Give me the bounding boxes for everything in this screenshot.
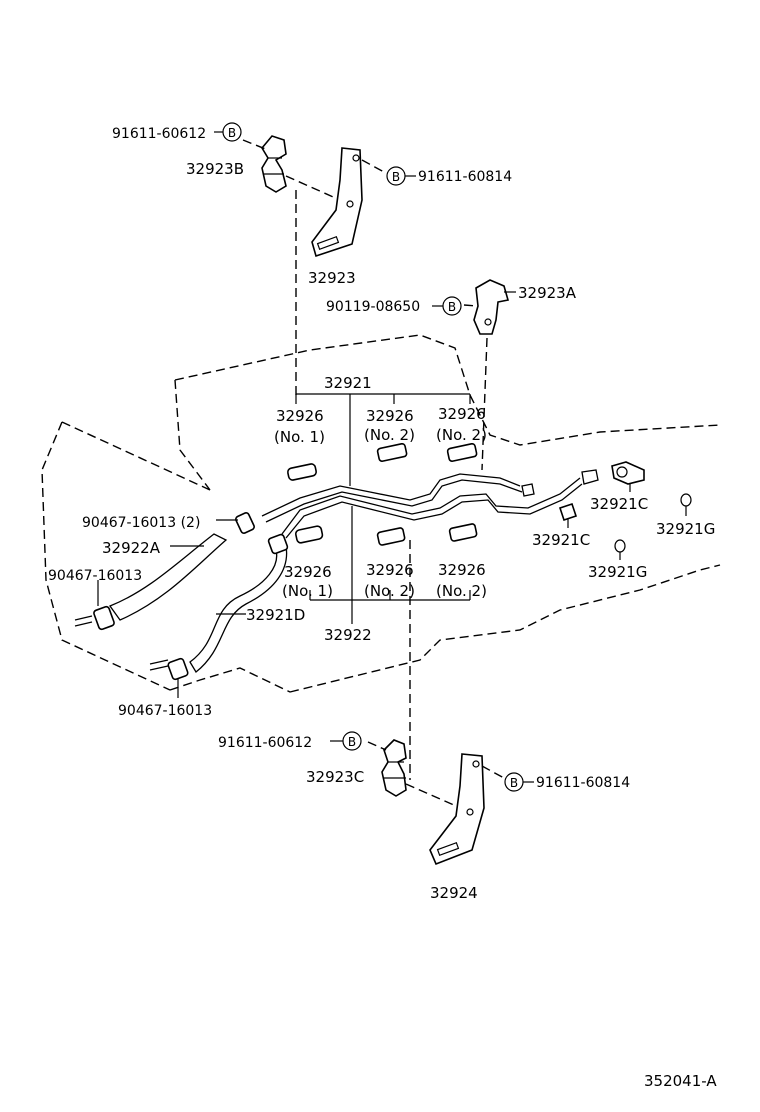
clamp-32923C [381,739,407,797]
label-90119-08650: 90119-08650 [326,299,420,315]
bolt-marker-b-4: B [342,731,362,751]
label-32921G-a: 32921G [656,520,715,538]
cushion-32926-no2-top-b [446,442,478,462]
label-32921G-b: 32921G [588,563,647,581]
label-32921C-b: 32921C [590,495,648,513]
label-32923A: 32923A [518,284,577,302]
label-91611-60612-bot: 91611-60612 [218,735,312,751]
fitting-32921C-a [558,502,578,528]
label-91611-60612-top: 91611-60612 [112,126,206,142]
bolt-marker-b-3: B [442,296,462,316]
cushion-32926-no1-top [287,463,317,481]
bolt-marker-b-5: B [504,772,524,792]
bolt-marker-b-2: B [386,166,406,186]
bracket-32924 [429,753,485,866]
label-32924: 32924 [430,884,478,902]
label-32926-no2-bot-a-sub: (No. 2) [364,582,415,600]
cushion-32926-no2-bot-a [376,527,406,546]
label-32922A: 32922A [102,539,161,557]
bolt-marker-b-1: B [222,122,242,142]
svg-text:B: B [448,300,456,314]
svg-text:B: B [510,776,518,790]
callout-32922 [309,506,471,624]
cushion-32926-no2-top-a [376,442,408,462]
cushion-32926-no2-bot-b [448,523,478,542]
cushion-32926-no1-bot [294,525,324,544]
label-32926-no2-bot-b: 32926 [438,561,486,579]
label-32926-no1-top-sub: (No. 1) [274,428,325,446]
label-32921D: 32921D [246,606,305,624]
label-32922: 32922 [324,626,372,644]
label-32926-no1-bot-sub: (No. 1) [282,582,333,600]
label-90467-16013-2: 90467-16013 (2) [82,515,200,531]
hose-32922A [93,512,255,631]
label-91611-60814-bot: 91611-60814 [536,775,630,791]
label-32921C-a: 32921C [532,531,590,549]
label-32923C: 32923C [306,768,364,786]
label-32926-no2-top-a: 32926 [366,407,414,425]
label-32926-no2-bot-a: 32926 [366,561,414,579]
bracket-32923 [311,147,363,258]
svg-text:B: B [392,170,400,184]
oring-32921G-b [614,539,626,553]
svg-text:B: B [348,735,356,749]
label-32923B: 32923B [186,160,244,178]
bracket-32923A [473,279,510,335]
label-32921: 32921 [324,374,372,392]
svg-text:B: B [228,126,236,140]
label-32923: 32923 [308,269,356,287]
label-32926-no2-top-b-sub: (No. 2) [436,426,487,444]
transmission-housing-outline [41,334,721,693]
label-90467-16013-left: 90467-16013 [48,568,142,584]
label-32926-no2-top-b: 32926 [438,405,486,423]
label-91611-60814-top: 91611-60814 [418,169,512,185]
callout-32921 [295,393,471,486]
label-32926-no1-top: 32926 [276,407,324,425]
label-32926-no2-bot-b-sub: (No. 2) [436,582,487,600]
clamp-32923B [261,135,287,193]
fitting-32921C-b [611,461,645,492]
hose-32921D [167,533,289,681]
diagram-code: 352041-A [644,1072,717,1090]
oil-cooler-tubes [261,469,599,539]
label-90467-16013-bottom: 90467-16013 [118,703,212,719]
oring-32921G-a [680,493,692,507]
label-32926-no2-top-a-sub: (No. 2) [364,426,415,444]
label-32926-no1-bot: 32926 [284,563,332,581]
